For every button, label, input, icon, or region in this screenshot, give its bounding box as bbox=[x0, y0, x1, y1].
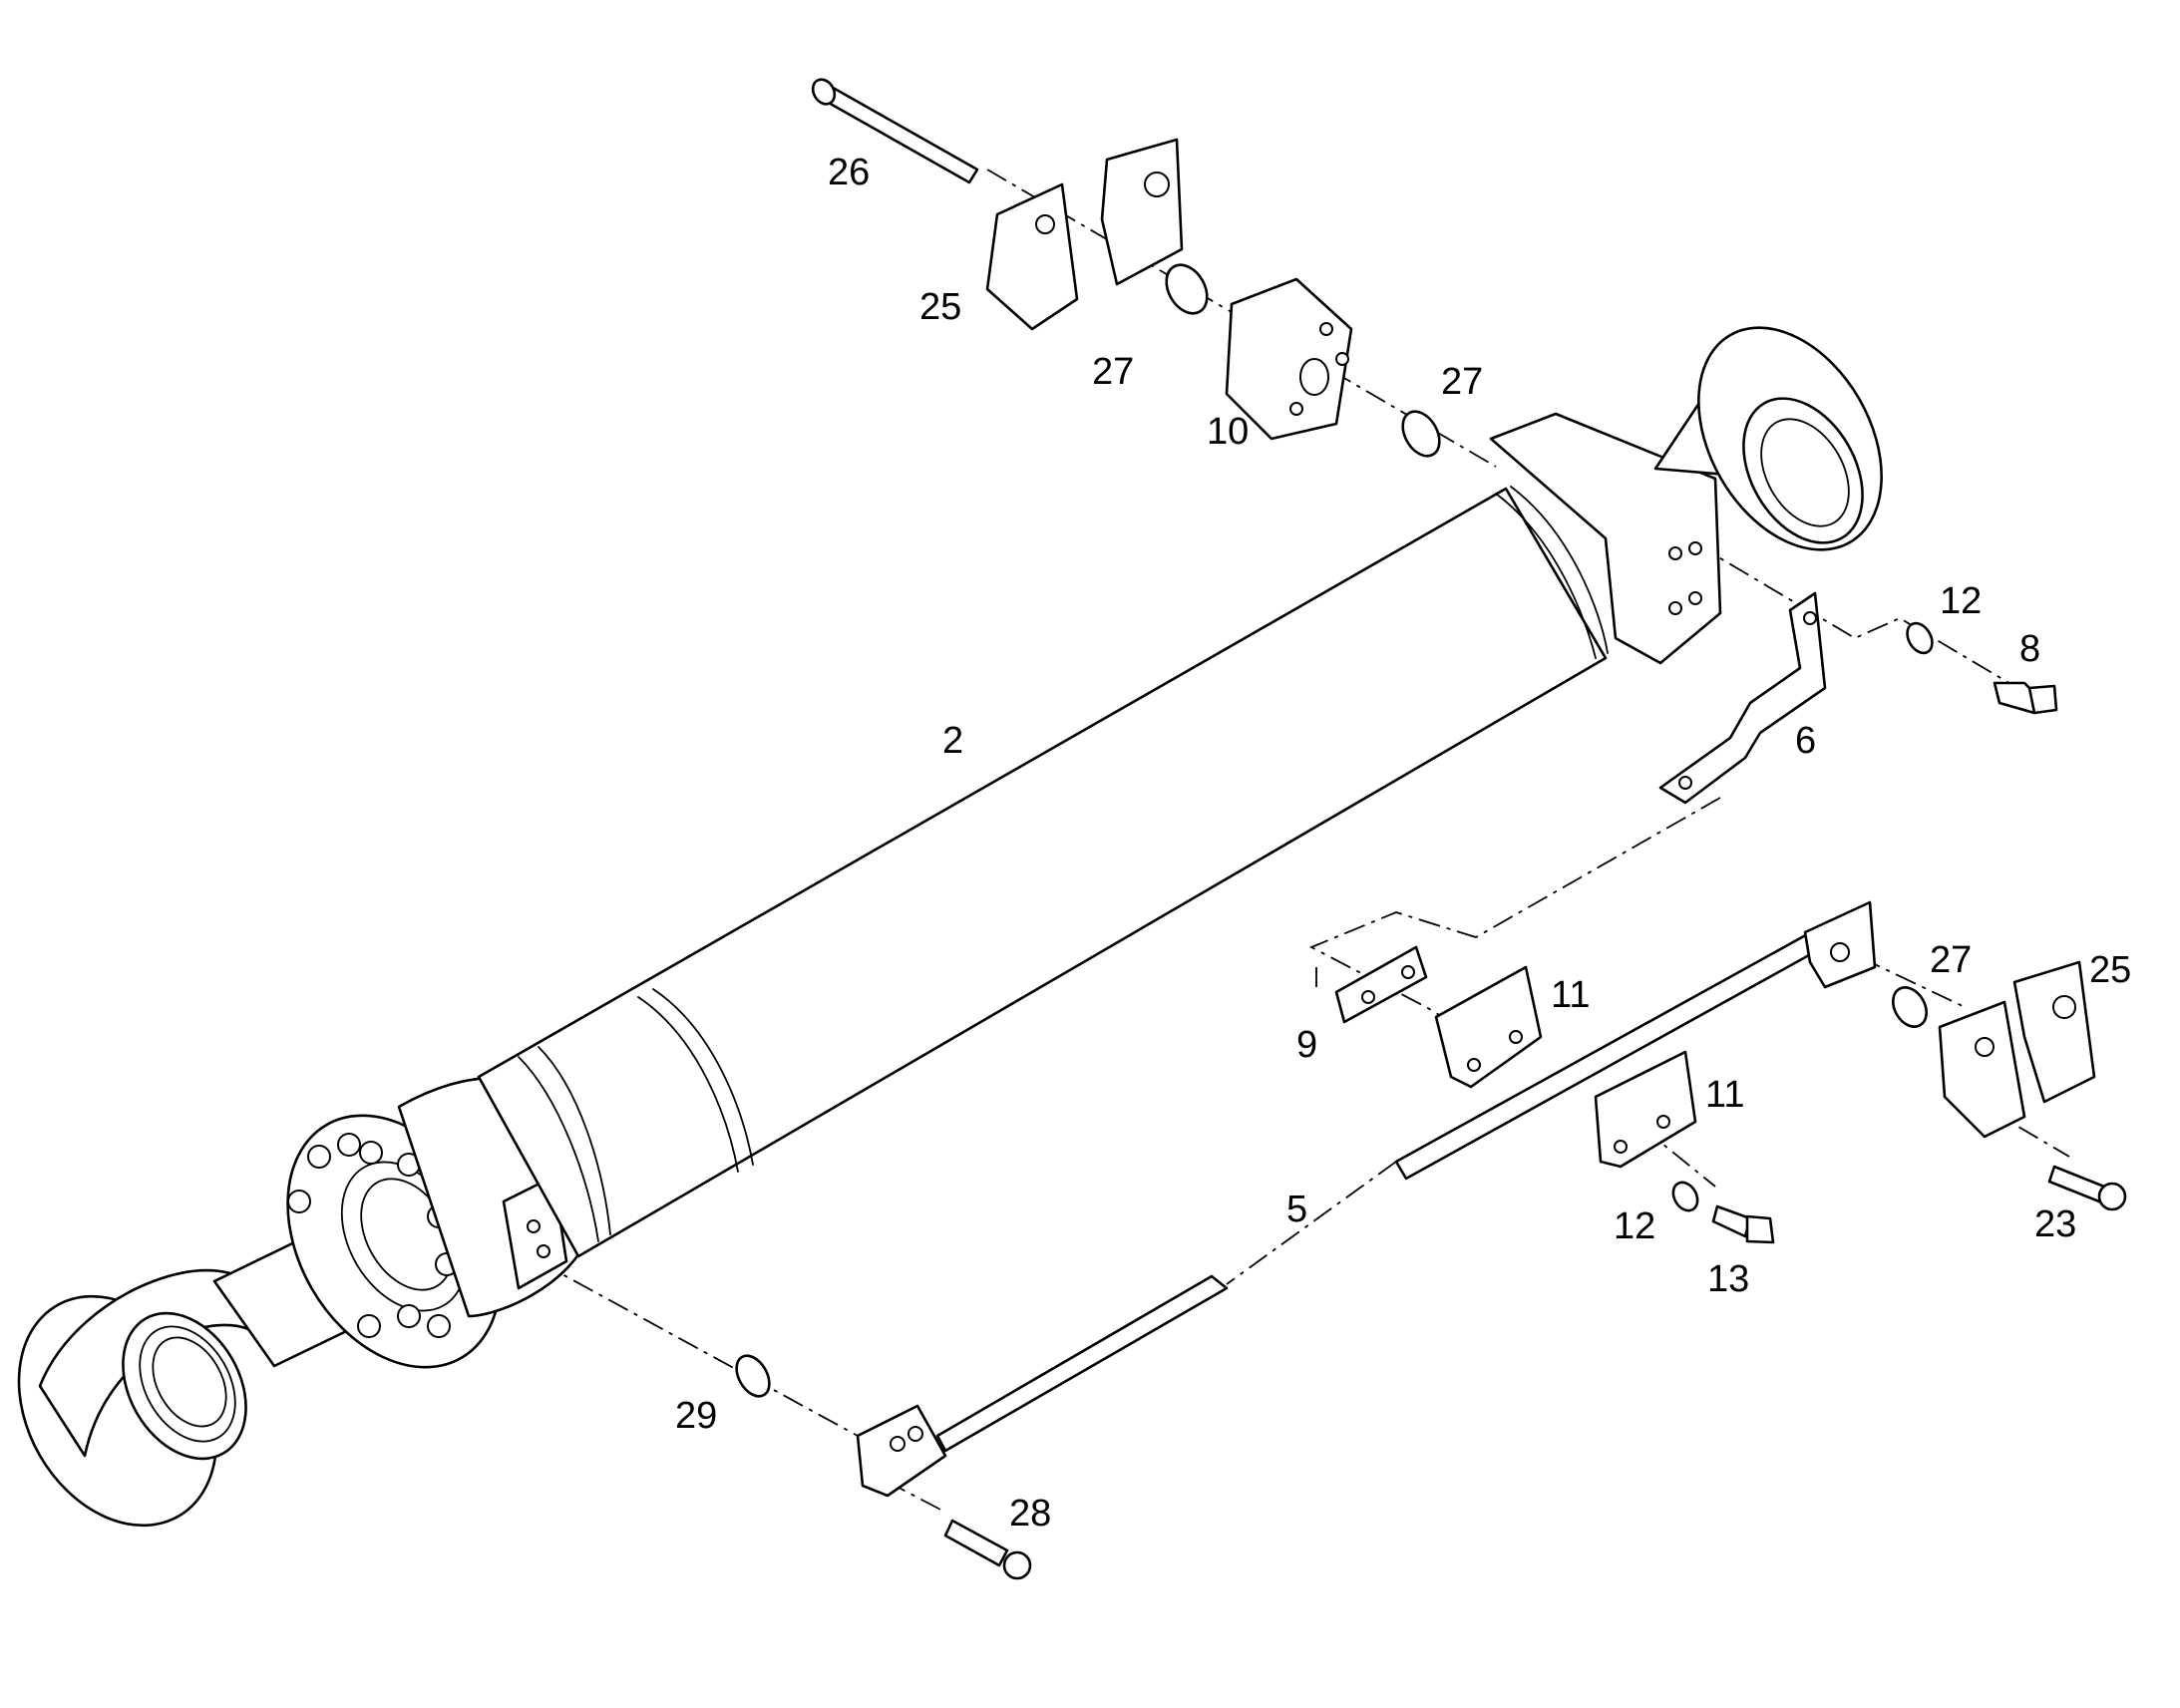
o-ring-29 bbox=[735, 1354, 771, 1398]
callout-27-top-right: 27 bbox=[1441, 361, 1483, 403]
washer-12-b bbox=[1671, 1181, 1699, 1212]
bolt-13 bbox=[1711, 1204, 1775, 1244]
callout-25-lower: 25 bbox=[2089, 949, 2131, 991]
callout-26: 26 bbox=[828, 152, 870, 193]
callout-28: 28 bbox=[1009, 1493, 1051, 1535]
callout-5: 5 bbox=[1286, 1189, 1307, 1230]
cylinder-assembly bbox=[17, 326, 1883, 1528]
callout-8: 8 bbox=[2019, 628, 2040, 670]
o-ring-27-c bbox=[1891, 986, 1929, 1028]
port-block-10 bbox=[1225, 277, 1353, 441]
bolt-8 bbox=[1993, 681, 2058, 715]
callout-12-upper: 12 bbox=[1940, 580, 1982, 622]
callout-23: 23 bbox=[2034, 1203, 2076, 1245]
head-eye-bore bbox=[1742, 397, 1864, 544]
callout-25-top: 25 bbox=[919, 286, 961, 328]
washer-12-a bbox=[1906, 621, 1934, 655]
callout-2: 2 bbox=[942, 720, 963, 762]
flange-clamp-25-top bbox=[985, 138, 1184, 331]
o-ring-27-b bbox=[1401, 410, 1441, 458]
bolt-26 bbox=[811, 78, 979, 184]
callout-11-lower: 11 bbox=[1705, 1074, 1744, 1116]
clip-11-b bbox=[1594, 1050, 1697, 1169]
callout-13: 13 bbox=[1707, 1258, 1749, 1300]
tube-5-flange-left bbox=[856, 1404, 947, 1498]
callout-29: 29 bbox=[675, 1395, 717, 1437]
cylinder-head-block bbox=[1489, 412, 1722, 665]
callout-27-lower: 27 bbox=[1930, 939, 1972, 981]
callouts: 26 25 27 10 27 12 8 2 6 27 25 11 9 11 5 … bbox=[675, 152, 2131, 1535]
callout-9: 9 bbox=[1296, 1024, 1317, 1066]
tube-5 bbox=[856, 900, 1877, 1498]
flange-clamp-25-bottom bbox=[1938, 960, 2096, 1139]
bracket-6-hole-top bbox=[1803, 611, 1817, 625]
bolt-23 bbox=[2047, 1165, 2127, 1211]
clip-11-a bbox=[1434, 965, 1543, 1089]
cylinder-barrel bbox=[477, 487, 1608, 1258]
callout-6: 6 bbox=[1795, 720, 1816, 762]
callout-10: 10 bbox=[1207, 411, 1249, 453]
plate-9 bbox=[1334, 945, 1428, 1024]
bolt-28 bbox=[943, 1519, 1032, 1580]
o-ring-27-a bbox=[1165, 263, 1209, 315]
callout-27-top-left: 27 bbox=[1092, 351, 1134, 393]
bracket-6-hole-bottom bbox=[1678, 776, 1692, 790]
callout-12-lower: 12 bbox=[1614, 1205, 1655, 1247]
callout-11-upper: 11 bbox=[1551, 974, 1590, 1016]
